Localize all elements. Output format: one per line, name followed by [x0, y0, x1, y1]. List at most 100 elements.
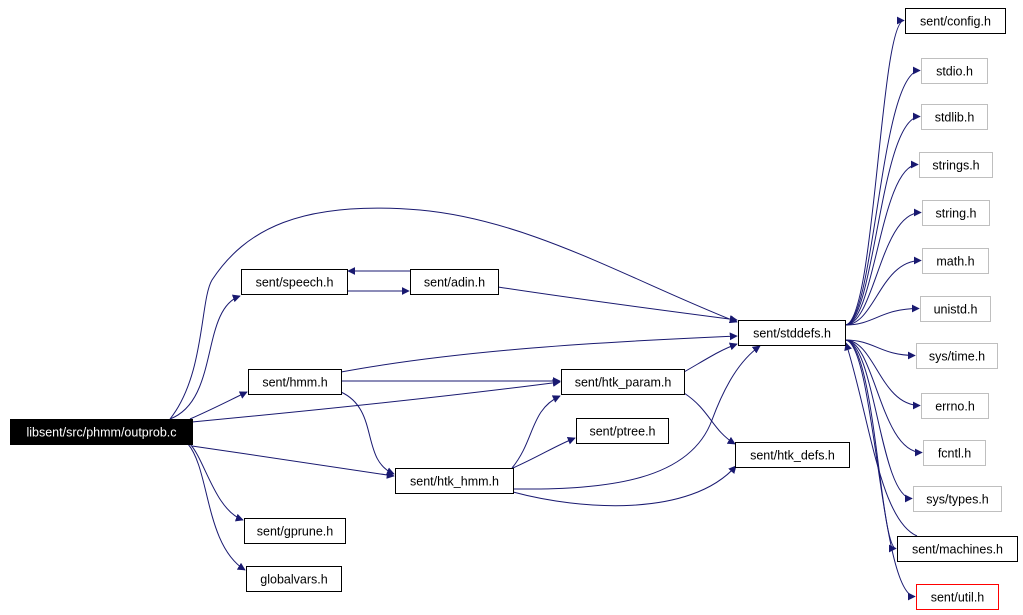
node-box-systime: [916, 343, 998, 369]
node-label-errno: errno.h: [935, 400, 975, 414]
node-label-util: sent/util.h: [931, 591, 985, 605]
edge-htk_hmm-to-stddefs: [512, 345, 761, 490]
edge-root-to-stddefs: [169, 207, 738, 420]
node-machines[interactable]: sent/machines.h: [897, 536, 1018, 562]
node-label-stddefs: sent/stddefs.h: [753, 327, 831, 341]
node-speech[interactable]: sent/speech.h: [241, 269, 348, 295]
node-box-math: [922, 248, 989, 274]
nodes-layer: libsent/src/phmm/outprob.c sent/speech.h s…: [10, 8, 1018, 610]
node-box-gprune: [244, 518, 346, 544]
node-htk_hmm[interactable]: sent/htk_hmm.h: [395, 468, 514, 494]
node-box-ptree: [576, 418, 669, 444]
node-systypes[interactable]: sys/types.h: [913, 486, 1002, 512]
node-stdlib[interactable]: stdlib.h: [921, 104, 988, 130]
node-box-errno: [921, 393, 989, 419]
edge-stddefs-to-machines: [844, 339, 897, 553]
edge-htk_param-to-htk_defs: [683, 392, 736, 445]
edge-stddefs-to-string: [844, 208, 922, 326]
node-box-root: [10, 419, 193, 445]
node-htk_param[interactable]: sent/htk_param.h: [561, 369, 685, 395]
edge-root-to-htk_hmm: [191, 445, 395, 479]
edge-htk_param-to-stddefs: [683, 342, 738, 373]
node-label-htk_param: sent/htk_param.h: [575, 376, 672, 390]
node-box-globalvars: [246, 566, 342, 592]
node-box-stddefs: [738, 320, 846, 346]
edge-htk_hmm-to-ptree: [512, 436, 576, 469]
edges-layer: [169, 16, 923, 601]
edge-machines-to-stddefs: [844, 342, 918, 537]
node-config[interactable]: sent/config.h: [905, 8, 1006, 34]
node-box-config: [905, 8, 1006, 34]
node-label-ptree: sent/ptree.h: [589, 425, 655, 439]
node-fcntl[interactable]: fcntl.h: [923, 440, 986, 466]
node-htk_defs[interactable]: sent/htk_defs.h: [735, 442, 850, 468]
node-box-systypes: [913, 486, 1002, 512]
edge-stddefs-to-unistd: [844, 304, 920, 326]
node-label-string: string.h: [936, 207, 977, 221]
edge-root-to-globalvars: [187, 443, 246, 571]
node-label-fcntl: fcntl.h: [938, 447, 971, 461]
node-box-fcntl: [923, 440, 986, 466]
node-label-speech: sent/speech.h: [256, 276, 334, 290]
node-label-hmm: sent/hmm.h: [262, 376, 327, 390]
node-stddefs[interactable]: sent/stddefs.h: [738, 320, 846, 346]
node-stdio[interactable]: stdio.h: [921, 58, 988, 84]
edge-root-to-speech: [169, 294, 241, 420]
node-box-adin: [410, 269, 499, 295]
edge-hmm-to-stddefs: [340, 332, 738, 373]
node-box-stdlib: [921, 104, 988, 130]
node-label-config: sent/config.h: [920, 15, 991, 29]
node-label-systypes: sys/types.h: [926, 493, 989, 507]
node-adin[interactable]: sent/adin.h: [410, 269, 499, 295]
node-label-adin: sent/adin.h: [424, 276, 485, 290]
node-label-htk_hmm: sent/htk_hmm.h: [410, 475, 499, 489]
node-box-htk_param: [561, 369, 685, 395]
edge-htk_hmm-to-htk_defs: [512, 465, 737, 507]
edge-stddefs-to-stdlib: [844, 112, 921, 326]
node-label-strings: strings.h: [932, 159, 979, 173]
node-label-root: libsent/src/phmm/outprob.c: [26, 426, 176, 440]
node-label-unistd: unistd.h: [934, 303, 978, 317]
edge-stddefs-to-systime: [844, 339, 916, 360]
node-gprune[interactable]: sent/gprune.h: [244, 518, 346, 544]
node-box-unistd: [920, 296, 991, 322]
edge-stddefs-to-config: [844, 16, 905, 326]
node-util[interactable]: sent/util.h: [916, 584, 999, 610]
node-box-htk_defs: [735, 442, 850, 468]
node-box-util: [916, 584, 999, 610]
node-label-machines: sent/machines.h: [912, 543, 1003, 557]
node-hmm[interactable]: sent/hmm.h: [248, 369, 342, 395]
edge-htk_hmm-to-htk_param: [511, 395, 561, 469]
node-label-globalvars: globalvars.h: [260, 573, 327, 587]
edge-stddefs-to-fcntl: [844, 339, 923, 457]
edge-adin-to-stddefs: [497, 286, 738, 324]
node-string[interactable]: string.h: [922, 200, 990, 226]
node-systime[interactable]: sys/time.h: [916, 343, 998, 369]
node-label-gprune: sent/gprune.h: [257, 525, 333, 539]
edge-hmm-to-htk_hmm: [340, 391, 395, 475]
edge-stddefs-to-errno: [844, 339, 921, 410]
node-label-stdio: stdio.h: [936, 65, 973, 79]
node-strings[interactable]: strings.h: [919, 152, 993, 178]
node-unistd[interactable]: unistd.h: [920, 296, 991, 322]
edge-root-to-gprune: [189, 443, 244, 522]
node-globalvars[interactable]: globalvars.h: [246, 566, 342, 592]
node-math[interactable]: math.h: [922, 248, 989, 274]
node-errno[interactable]: errno.h: [921, 393, 989, 419]
node-box-hmm: [248, 369, 342, 395]
node-box-string: [922, 200, 990, 226]
node-label-stdlib: stdlib.h: [935, 111, 975, 125]
node-box-htk_hmm: [395, 468, 514, 494]
edge-root-to-htk_param: [191, 378, 561, 423]
edge-root-to-hmm: [189, 391, 248, 420]
node-box-machines: [897, 536, 1018, 562]
node-box-stdio: [921, 58, 988, 84]
node-root[interactable]: libsent/src/phmm/outprob.c: [10, 419, 193, 445]
node-box-strings: [919, 152, 993, 178]
edge-stddefs-to-math: [844, 256, 922, 326]
edge-stddefs-to-systypes: [844, 339, 913, 503]
node-ptree[interactable]: sent/ptree.h: [576, 418, 669, 444]
node-box-speech: [241, 269, 348, 295]
node-label-htk_defs: sent/htk_defs.h: [750, 449, 835, 463]
